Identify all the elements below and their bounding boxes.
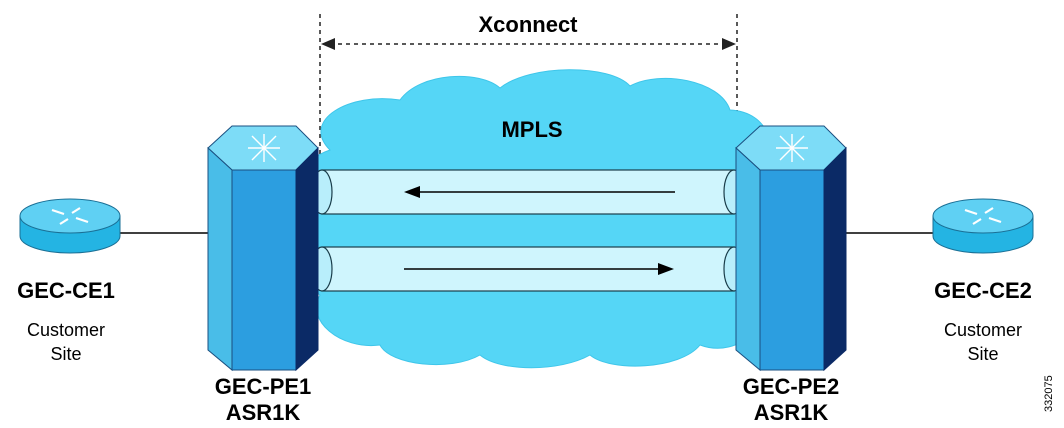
tunnel-top	[311, 169, 745, 215]
ce2-router-icon	[932, 198, 1034, 254]
mpls-cloud	[296, 69, 783, 369]
xconnect-arrowhead-left	[321, 38, 335, 50]
pe2-model: ASR1K	[753, 400, 829, 425]
ce2-desc-line1: Customer	[943, 320, 1023, 340]
pe1-switch-icon	[207, 125, 319, 372]
xconnect-label: Xconnect	[478, 12, 578, 37]
mpls-label: MPLS	[501, 117, 563, 142]
ce1-desc-line2: Site	[50, 344, 82, 364]
xconnect-arrowhead-right	[722, 38, 736, 50]
arrow-right-icon	[658, 263, 674, 275]
tunnel-bottom	[311, 246, 745, 292]
pe1-name: GEC-PE1	[214, 374, 312, 399]
pe2-switch-icon	[735, 125, 847, 372]
ce1-router-icon	[19, 198, 121, 254]
pe1-model: ASR1K	[225, 400, 301, 425]
pe2-name: GEC-PE2	[742, 374, 840, 399]
ce1-name: GEC-CE1	[17, 278, 115, 303]
ce2-desc-line2: Site	[967, 344, 999, 364]
figure-id: 332075	[1043, 375, 1055, 412]
ce1-desc-line1: Customer	[26, 320, 106, 340]
arrow-left-icon	[404, 186, 420, 198]
ce2-name: GEC-CE2	[934, 278, 1032, 303]
